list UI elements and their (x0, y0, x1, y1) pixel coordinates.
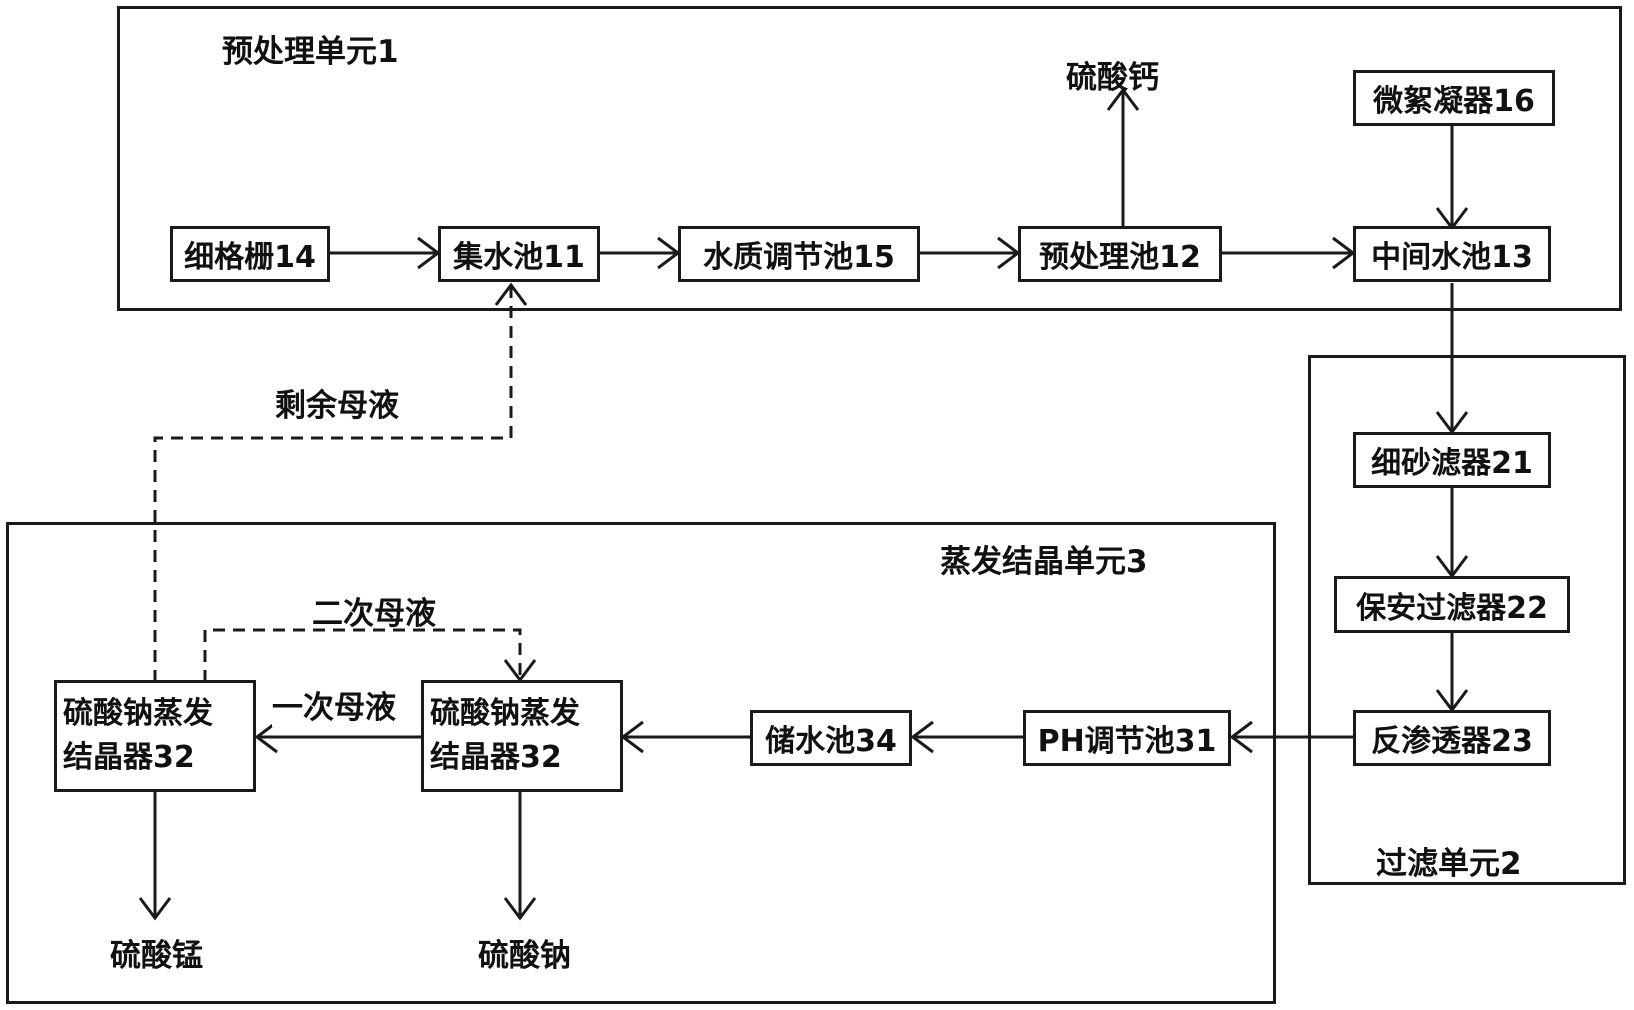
micro-flocculator-node: 微絮凝器16 (1353, 70, 1555, 126)
evaporator-right-node: 硫酸钠蒸发 结晶器32 (421, 680, 623, 792)
security-filter-node: 保安过滤器22 (1334, 576, 1570, 633)
sodium-sulfate-label: 硫酸钠 (478, 938, 571, 974)
evaporator-left-line1: 硫酸钠蒸发 (63, 696, 213, 731)
reverse-osmosis-node: 反渗透器23 (1353, 710, 1551, 766)
ph-pool-node: PH调节池31 (1023, 710, 1231, 766)
evaporator-left-node: 硫酸钠蒸发 结晶器32 (54, 680, 256, 792)
water-quality-pool-node: 水质调节池15 (678, 226, 920, 282)
secondary-mother-liquor-label: 二次母液 (312, 596, 436, 632)
calcium-sulfate-label: 硫酸钙 (1066, 60, 1159, 96)
filtration-unit-title: 过滤单元2 (1376, 846, 1522, 882)
fine-sand-filter-node: 细砂滤器21 (1353, 432, 1551, 488)
filtration-unit (1308, 355, 1626, 885)
remaining-mother-liquor-label: 剩余母液 (275, 388, 399, 424)
fine-grid-node: 细格栅14 (170, 226, 330, 282)
pretreatment-unit-title: 预处理单元1 (222, 34, 399, 70)
evaporation-unit-title: 蒸发结晶单元3 (940, 544, 1148, 580)
pretreatment-unit (117, 6, 1622, 311)
pretreat-pool-node: 预处理池12 (1018, 226, 1222, 282)
storage-pool-node: 储水池34 (750, 710, 912, 766)
evaporator-right-line2: 结晶器32 (430, 740, 562, 775)
primary-mother-liquor-label: 一次母液 (272, 682, 396, 727)
collect-pool-node: 集水池11 (438, 226, 600, 282)
manganese-sulfate-label: 硫酸锰 (110, 938, 203, 974)
evaporator-right-line1: 硫酸钠蒸发 (430, 696, 580, 731)
intermediate-pool-node: 中间水池13 (1353, 226, 1551, 282)
evaporator-left-line2: 结晶器32 (63, 740, 195, 775)
evaporation-unit (6, 522, 1276, 1004)
